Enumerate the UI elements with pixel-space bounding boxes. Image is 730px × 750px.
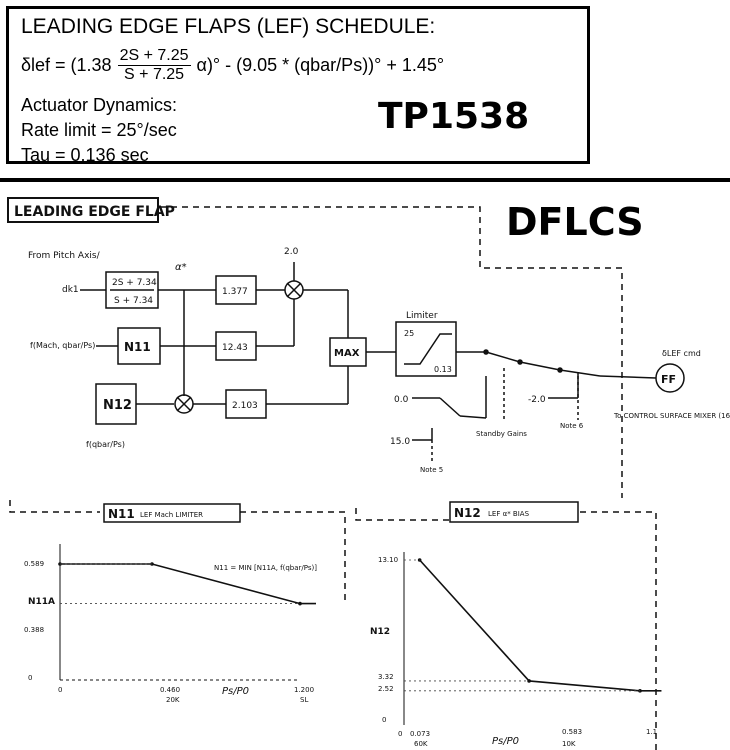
n12-xtick-3: 1.1 xyxy=(646,728,657,736)
lead-num: 2S + 7.34 xyxy=(112,278,157,288)
n11-block: N11 xyxy=(124,340,151,354)
lead-den: S + 7.34 xyxy=(114,296,153,306)
n12-xtick-0: 0 xyxy=(398,730,402,738)
n11-title-text: LEF Mach LIMITER xyxy=(140,511,203,519)
n11-plot xyxy=(58,562,316,606)
gain-3: 2.103 xyxy=(232,401,258,411)
dflcs-label: DFLCS xyxy=(506,200,644,244)
n11-xlabel: Ps/P0 xyxy=(222,686,249,697)
input-n12: f(qbar/Ps) xyxy=(86,440,125,449)
schedule-box: LEADING EDGE FLAPS (LEF) SCHEDULE: δlef … xyxy=(6,6,590,165)
n12-xtick-1: 0.073 xyxy=(410,730,430,738)
n12-ytick-mid1: 3.32 xyxy=(378,673,394,681)
limiter-label: Limiter xyxy=(406,311,438,321)
delta-cmd: δLEF cmd xyxy=(662,349,701,358)
n12-xtick-2: 0.583 xyxy=(562,728,582,736)
n11-ylabel: N11A xyxy=(28,597,55,607)
separator-line xyxy=(0,178,730,182)
fraction-denominator: S + 7.25 xyxy=(124,66,185,83)
formula-fraction: 2S + 7.25 S + 7.25 xyxy=(117,47,191,84)
n12-xtick-2-sub: 10K xyxy=(562,740,576,748)
value-zero: 0.0 xyxy=(394,395,409,405)
gain-2: 12.43 xyxy=(222,343,248,353)
formula-rhs: α)° - (9.05 * (qbar/Ps))° + 1.45° xyxy=(196,55,445,75)
actuator-dynamics: Actuator Dynamics: Rate limit = 25°/sec … xyxy=(21,93,177,168)
n11-xtick-0: 0 xyxy=(58,686,62,694)
n12-ylabel: N12 xyxy=(370,627,390,637)
to-mixer: To CONTROL SURFACE MIXER (16DFCS007) xyxy=(613,412,730,420)
formula-lhs: δlef = (1.38 xyxy=(21,55,112,75)
limiter-bottom: 0.13 xyxy=(434,365,452,374)
value-neg-two: -2.0 xyxy=(528,395,546,405)
n12-xlabel: Ps/P0 xyxy=(492,736,519,747)
n11-title-code: N11 xyxy=(108,507,135,521)
n12-ytick-mid2: 2.52 xyxy=(378,685,394,693)
input-pitch: From Pitch Axis/ xyxy=(28,251,101,261)
sum-bias: 2.0 xyxy=(284,247,299,257)
section-title: LEADING EDGE FLAP xyxy=(14,204,175,220)
n12-title-text: LEF α* BIAS xyxy=(488,510,530,518)
n12-ytick-top: 13.10 xyxy=(378,556,398,564)
rate-limit: Rate limit = 25°/sec xyxy=(21,120,177,140)
n11-ytick-mid: 0.388 xyxy=(24,626,44,634)
note-6: Note 6 xyxy=(560,422,584,430)
limiter-top: 25 xyxy=(404,329,414,338)
gain-1: 1.377 xyxy=(222,287,248,297)
n12-block: N12 xyxy=(103,398,132,413)
n11-xtick-1: 0.460 xyxy=(160,686,180,694)
n12-ytick-zero: 0 xyxy=(382,716,386,724)
n11-xtick-2: 1.200 xyxy=(294,686,314,694)
n11-ytick-top: 0.589 xyxy=(24,560,44,568)
standby-gains: Standby Gains xyxy=(476,430,527,438)
input-mach: f(Mach, qbar/Ps) xyxy=(30,341,95,350)
tau-value: Tau = 0.136 sec xyxy=(21,145,149,165)
value-fifteen: 15.0 xyxy=(390,437,410,447)
n12-series-line xyxy=(419,559,662,692)
max-block: MAX xyxy=(334,348,360,359)
alpha-label: α* xyxy=(175,262,187,273)
schedule-title: LEADING EDGE FLAPS (LEF) SCHEDULE: xyxy=(21,15,436,38)
n11-xtick-2-sub: SL xyxy=(300,696,308,704)
n11-data-point xyxy=(298,601,302,606)
ff-block: FF xyxy=(661,373,676,386)
actuator-title: Actuator Dynamics: xyxy=(21,95,178,115)
n12-title-code: N12 xyxy=(454,506,481,520)
lef-formula: δlef = (1.38 2S + 7.25 S + 7.25 α)° - (9… xyxy=(21,47,444,84)
n11-ytick-zero: 0 xyxy=(28,674,32,682)
n12-plot xyxy=(404,558,662,693)
tp-code: TP1538 xyxy=(378,96,530,137)
n12-xtick-1-sub: 60K xyxy=(414,740,428,748)
note-5: Note 5 xyxy=(420,466,443,474)
input-pitch-sub: dk1 xyxy=(62,285,79,295)
n11-formula: N11 = MIN [N11A, f(qbar/Ps)] xyxy=(214,564,317,572)
n11-xtick-1-sub: 20K xyxy=(166,696,180,704)
fraction-numerator: 2S + 7.25 xyxy=(117,47,191,66)
